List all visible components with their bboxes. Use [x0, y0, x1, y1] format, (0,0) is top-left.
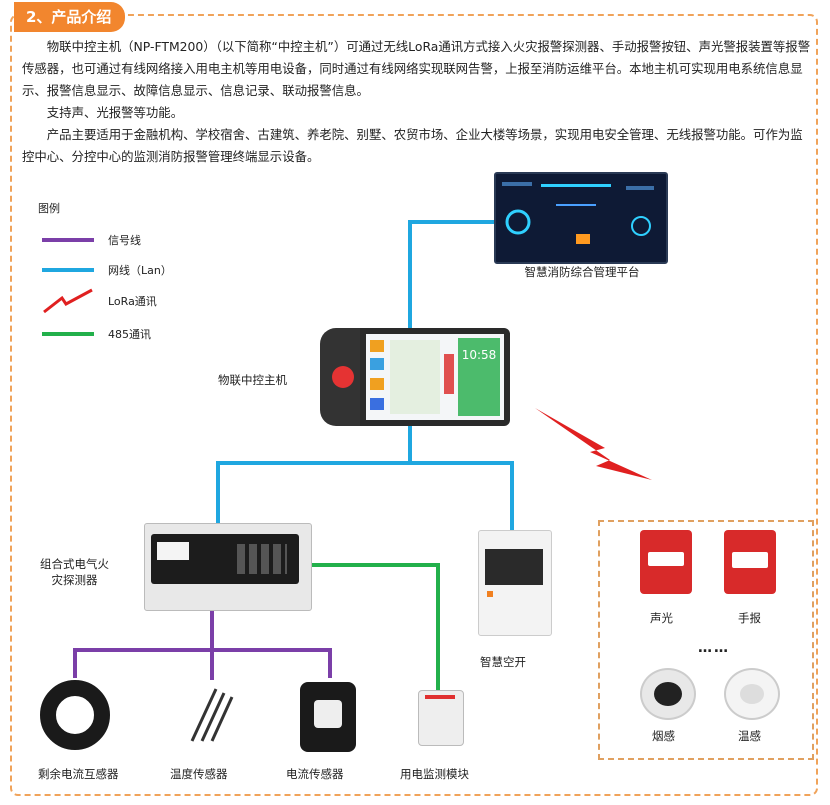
power-monitor-module-device — [418, 690, 464, 746]
app-tile-icon — [370, 340, 384, 352]
lan-line-platform — [408, 220, 494, 335]
legend-item-485: 485通讯 — [42, 326, 151, 342]
rs485-line — [310, 563, 440, 690]
section-title: 2、产品介绍 — [14, 2, 126, 32]
lora-bolt-icon — [43, 288, 93, 314]
legend-label: 网线（Lan） — [108, 264, 172, 277]
fire-detector-device — [144, 523, 312, 611]
heat-sensor-icon — [740, 684, 764, 704]
section-frame — [10, 14, 818, 796]
legend-title: 图例 — [38, 202, 60, 215]
keypad-icon — [237, 544, 287, 574]
app-tile-icon — [370, 378, 384, 390]
audible-visual-alarm-device — [640, 530, 692, 594]
legend-item-lora: LoRa通讯 — [42, 288, 157, 314]
heat-detector-device — [724, 668, 780, 720]
more-devices-ellipsis: …… — [698, 640, 730, 656]
breaker-switch-icon — [485, 549, 543, 585]
breaker-label: 智慧空开 — [480, 655, 526, 669]
intro-paragraph-1: 物联中控主机（NP-FTM200）（以下简称“中控主机”）可通过无线LoRa通讯… — [22, 39, 811, 98]
legend-label: 信号线 — [108, 234, 141, 247]
manual-call-point-device — [724, 530, 776, 594]
intro-paragraph-2: 支持声、光报警等功能。 — [46, 105, 184, 120]
clock-time: 10:58 — [461, 348, 497, 362]
lan-line-swatch — [42, 268, 94, 272]
residual-label: 剩余电流互感器 — [38, 767, 119, 781]
rs485-line-swatch — [42, 332, 94, 336]
lora-signal-bolt — [535, 408, 652, 480]
app-tile-icon — [370, 398, 384, 410]
alarm-button-icon — [332, 366, 354, 388]
lora-device-group — [598, 520, 814, 760]
smoke-label: 烟感 — [652, 729, 675, 743]
detector-panel — [151, 534, 299, 584]
manual-label: 手报 — [738, 611, 761, 625]
intro-paragraph-3: 产品主要适用于金融机构、学校宿舍、古建筑、养老院、别墅、农贸市场、企业大楼等场景… — [22, 127, 803, 164]
platform-label: 智慧消防综合管理平台 — [524, 265, 640, 279]
smart-breaker-device — [478, 530, 552, 636]
legend-label: 485通讯 — [108, 328, 151, 341]
current-label: 电流传感器 — [286, 767, 344, 781]
alarm-light-label: 声光 — [650, 611, 673, 625]
legend-label: LoRa通讯 — [108, 295, 157, 308]
controller-screen: 10:58 — [366, 334, 504, 420]
controller-device: 10:58 — [320, 328, 510, 428]
alert-indicator — [444, 354, 454, 394]
legend-item-signal: 信号线 — [42, 232, 141, 248]
legend-item-lan: 网线（Lan） — [42, 262, 172, 278]
app-tile-icon — [370, 358, 384, 370]
smoke-sensor-icon — [654, 682, 682, 706]
signal-line-branch — [73, 648, 332, 678]
controller-label: 物联中控主机 — [218, 373, 287, 387]
temperature-probe-icon — [190, 688, 234, 742]
current-sensor-device — [300, 682, 356, 752]
signal-line-swatch — [42, 238, 94, 242]
temp-label: 温度传感器 — [170, 767, 228, 781]
monitor-label: 用电监测模块 — [400, 767, 469, 781]
lan-line-detector — [216, 461, 514, 540]
sensor-core — [314, 700, 342, 728]
breaker-led — [487, 591, 493, 597]
residual-current-transformer-device — [40, 680, 110, 750]
heat-label: 温感 — [738, 729, 761, 743]
detector-label: 组合式电气火 灾探测器 — [40, 557, 109, 587]
module-stripe — [425, 695, 455, 699]
status-panel — [390, 340, 440, 414]
clock-panel: 10:58 — [458, 338, 500, 416]
detector-display — [157, 542, 189, 560]
manual-button-icon — [732, 552, 768, 568]
intro-text: 物联中控主机（NP-FTM200）（以下简称“中控主机”）可通过无线LoRa通讯… — [22, 36, 812, 168]
alarm-lens — [648, 552, 684, 566]
smoke-detector-device — [640, 668, 696, 720]
dashboard-graphic — [502, 182, 654, 244]
platform-screen — [494, 172, 668, 264]
